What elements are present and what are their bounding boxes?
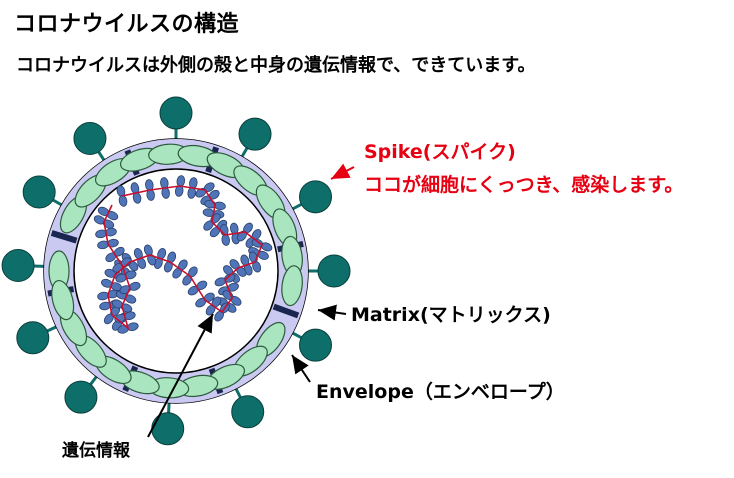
matrix-bar bbox=[272, 303, 300, 319]
spike-head bbox=[151, 412, 185, 446]
spike-description: ココが細胞にくっつき、感染します。 bbox=[364, 173, 683, 196]
spike-head bbox=[64, 380, 98, 414]
matrix-arrow bbox=[317, 304, 347, 321]
spike-head bbox=[22, 175, 56, 209]
membrane-protein bbox=[51, 279, 75, 321]
spike-arrow bbox=[330, 163, 355, 180]
genome-label: 遺伝情報 bbox=[62, 440, 131, 461]
spike-label: Spike(スパイク) bbox=[364, 141, 516, 163]
envelope-label: Envelope（エンベロープ） bbox=[316, 380, 565, 403]
spike-head bbox=[317, 254, 351, 288]
rna-strand bbox=[103, 185, 263, 331]
spike-head bbox=[159, 96, 193, 130]
page-subtitle: コロナウイルスは外側の殻と中身の遺伝情報で、できています。 bbox=[16, 55, 536, 76]
genome-arrow bbox=[147, 313, 214, 438]
spike-head bbox=[231, 395, 265, 429]
membrane-proteins bbox=[48, 143, 303, 399]
envelope-arrow bbox=[291, 354, 311, 383]
matrix-bar bbox=[50, 230, 78, 244]
spike-head bbox=[299, 328, 333, 362]
page-title: コロナウイルスの構造 bbox=[14, 12, 240, 37]
spike-head bbox=[1, 248, 35, 282]
genome-rna bbox=[93, 175, 273, 334]
spike-head bbox=[299, 180, 333, 214]
membrane-protein bbox=[281, 265, 303, 307]
spike-head bbox=[238, 117, 272, 151]
spike-head bbox=[73, 121, 107, 155]
spike-heads bbox=[1, 96, 351, 446]
matrix-label: Matrix(マトリックス) bbox=[351, 304, 551, 326]
spike-head bbox=[16, 321, 50, 355]
